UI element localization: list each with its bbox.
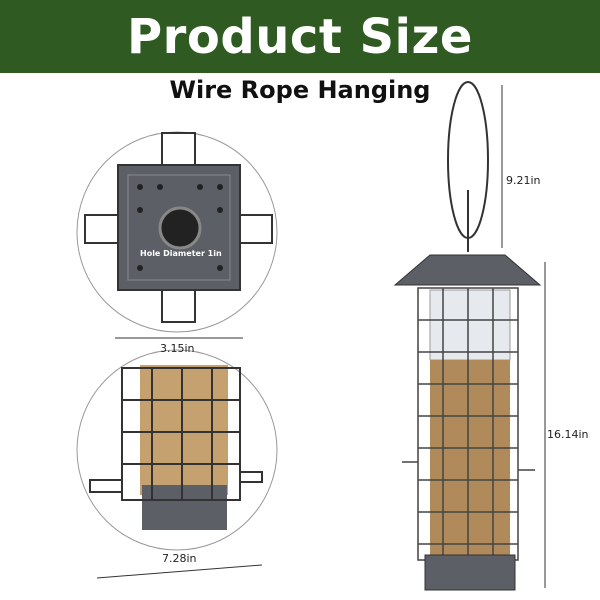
top-width-label: 3.15in xyxy=(160,342,195,355)
base-width-label: 7.28in xyxy=(162,552,197,565)
title-banner: Product Size xyxy=(0,0,600,73)
subtitle-text: Wire Rope Hanging xyxy=(169,76,431,104)
base-width-dimension-line xyxy=(96,564,263,579)
page-title: Product Size xyxy=(127,8,473,65)
hanger-height-label: 9.21in xyxy=(506,174,541,187)
subtitle: Wire Rope Hanging xyxy=(0,76,600,104)
top-view-circle xyxy=(76,131,278,333)
bottom-view-circle xyxy=(76,349,278,551)
feeder-front-view xyxy=(393,81,542,591)
hole-diameter-label: Hole Diameter 1in xyxy=(140,249,222,258)
body-height-label: 16.14in xyxy=(547,428,589,441)
